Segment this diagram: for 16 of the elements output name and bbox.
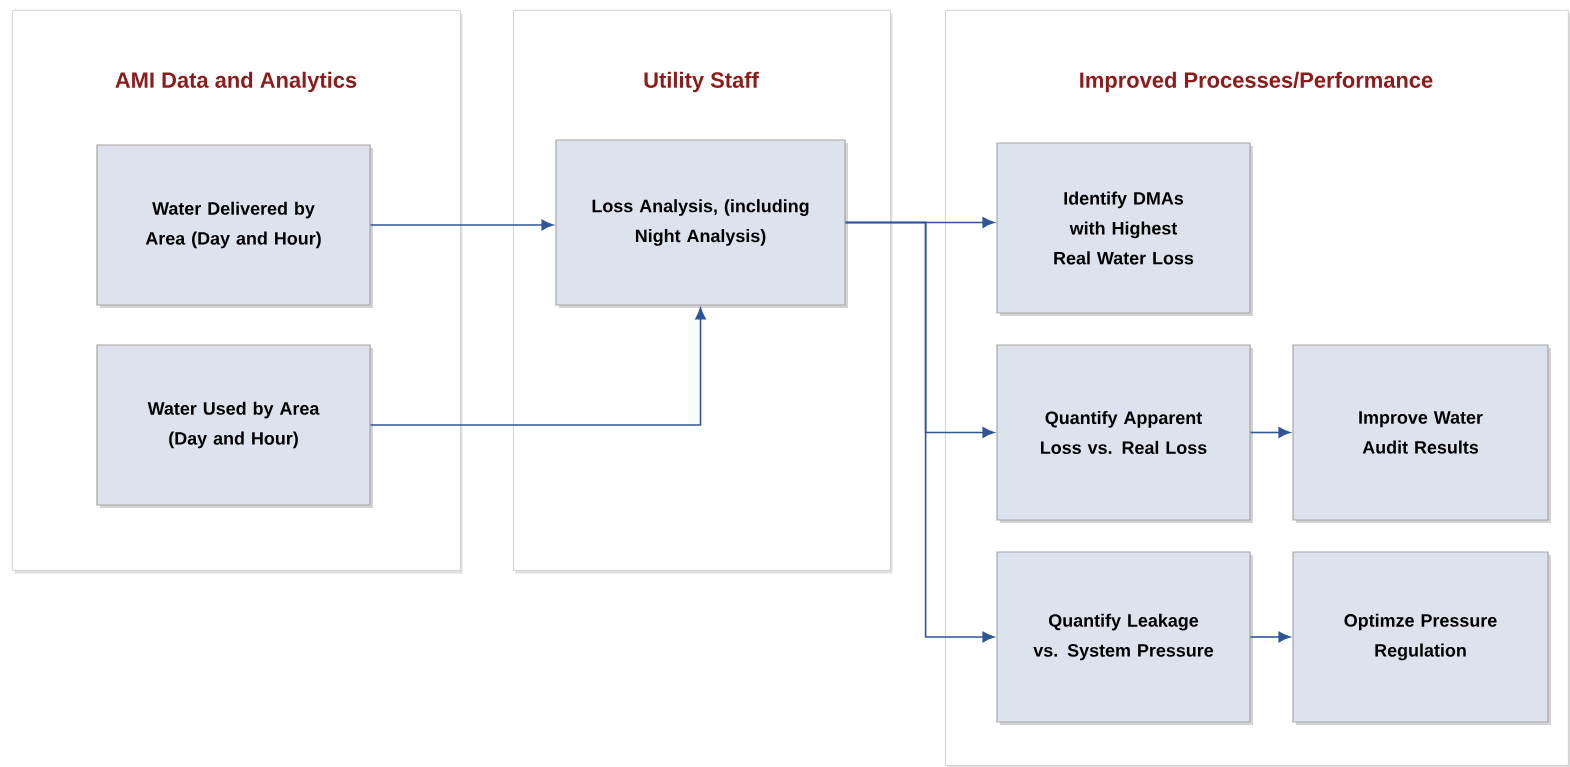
process-box: Quantify Leakage vs. System Pressure (996, 551, 1253, 725)
arrow (369, 219, 554, 231)
panel-title: Utility Staff (644, 71, 759, 93)
process-box: Water Delivered by Area (Day and Hour) (96, 144, 373, 308)
process-box: Loss Analysis, (including Night Analysis) (555, 139, 848, 308)
process-box: Water Used by Area (Day and Hour) (96, 344, 373, 508)
arrow (1249, 427, 1291, 438)
process-box: Quantify Apparent Loss vs. Real Loss (996, 344, 1253, 523)
panel-title: Improved Processes/Performance (1080, 71, 1433, 93)
arrow (369, 307, 706, 426)
process-box: Identify DMAs with Highest Real Water Loss (996, 142, 1253, 316)
panel-title: AMI Data and Analytics (115, 71, 357, 93)
arrow (844, 221, 995, 643)
process-box: Optimze Pressure Regulation (1292, 551, 1551, 725)
process-box: Improve Water Audit Results (1292, 344, 1551, 523)
arrow (1249, 631, 1291, 643)
